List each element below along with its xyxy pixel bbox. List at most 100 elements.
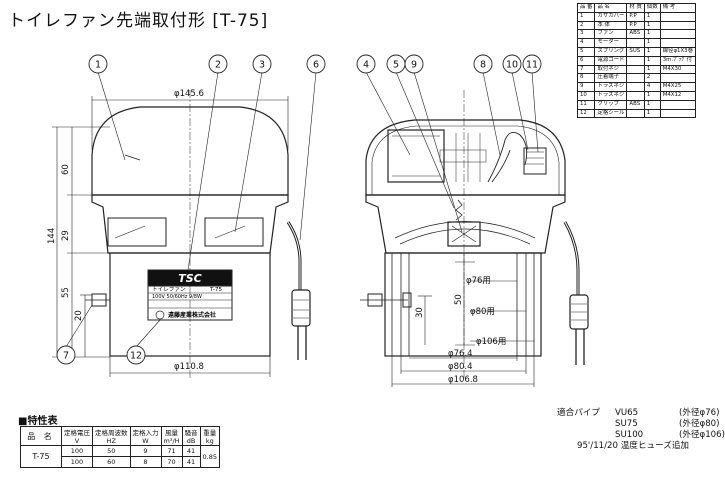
dim-top-width: φ145.6 [174,89,204,99]
pipe-type: SU100 [615,430,644,440]
spec-cell: 41 [181,445,201,457]
label-brand: TSC [178,272,202,285]
dim-height-60: 60 [61,164,71,175]
spec-cell: 50 [92,445,131,457]
dim-80: φ80.4 [448,362,473,372]
spec-header-unit: dB [186,437,196,445]
spec-cell: 100 [61,445,93,457]
callout-number: 5 [393,60,399,71]
pipe-type: VU65 [615,408,639,418]
pipe-diameter: (外径φ106) [679,430,725,440]
parts-cell [659,108,697,119]
spec-weight: 0.85 [199,445,221,468]
spec-cell: 71 [160,445,183,457]
spec-head-product: 品 名 [20,426,62,446]
callout-number: 12 [130,351,142,362]
dim-h30: 30 [415,307,425,318]
pipe-label [557,419,615,430]
page-title: トイレファン先端取付形 [T-75] [8,11,269,31]
dim-106: φ106.8 [448,375,478,385]
label-name: トイレファン [152,286,186,293]
section-body [365,194,566,254]
spec-header-label: 騒音 [184,429,198,437]
spec-header-label: 重量 [203,429,217,437]
pipe-type: SU75 [615,419,638,429]
dim-106-use: φ106用 [476,337,506,347]
spec-cell: 8 [129,456,162,468]
callout-circle [126,345,146,365]
pipe-note: 95'/11/20 温度ヒューズ追加 [577,441,690,451]
callout-circle [306,54,326,74]
dim-h50: 50 [454,294,464,305]
callout-number: 9 [411,60,417,71]
hood-cover [91,106,289,196]
pipe-label [557,430,615,441]
spec-header-label: 定格周波数 [95,429,128,437]
callout-circle [88,54,108,74]
callout-circle [404,54,424,74]
dim-height-total: 144 [47,228,57,244]
callout-number: 3 [259,60,265,71]
pipe-row: SU100 (外径φ106) [557,430,725,441]
dim-height-20: 20 [74,310,84,321]
callout-circle [252,54,272,74]
dim-height-29: 29 [61,230,71,241]
section-hood [365,119,566,196]
spec-header-unit: V [74,437,80,445]
pipe-diameter: (外径φ76) [679,408,720,418]
callout-circle [56,345,76,365]
callout-number: 2 [215,60,221,71]
spec-product: T-75 [20,445,62,468]
vent-left [107,217,167,247]
callout-circle [473,54,493,74]
callout-circle [502,54,522,74]
callout-number: 4 [363,60,369,71]
dim-bottom-width: φ110.8 [174,362,204,372]
pipe-diameter: (外径φ80) [679,419,720,429]
callout-number: 6 [313,60,319,71]
spec-cell: 60 [92,456,131,468]
spec-cell: 41 [181,456,201,468]
callout-number: 10 [506,60,518,71]
spec-title: ■特性表 [18,416,58,427]
callout-number: 7 [63,351,69,362]
callout-number: 11 [526,60,538,71]
vent-right [204,217,264,247]
pipe-row: SU75 (外径φ80) [557,419,725,430]
spec-header-unit: m³/H [163,437,180,445]
spec-header-label: 定格電圧 [64,429,90,437]
label-model: T-75 [209,287,222,293]
callout-number: 8 [480,60,486,71]
dim-80-use: φ80用 [470,307,495,317]
callout-circle [356,54,376,74]
spec-cell: 9 [129,445,162,457]
label-maker: 遠藤産業株式会社 [168,311,216,319]
spec-header-unit: HZ [106,437,116,445]
clip [523,147,547,175]
spec-header-label: 定格入力 [132,429,159,437]
label-rating: 100V 50/60Hz 9/8W [152,294,202,300]
motor [387,129,445,183]
callout-circle [522,54,542,74]
spec-cell: 100 [61,456,93,468]
dim-76: φ76.4 [448,349,473,359]
callout-number: 1 [95,60,101,71]
parts-cell: 定格シール [594,108,628,119]
spec-header-unit: kg [205,437,214,445]
